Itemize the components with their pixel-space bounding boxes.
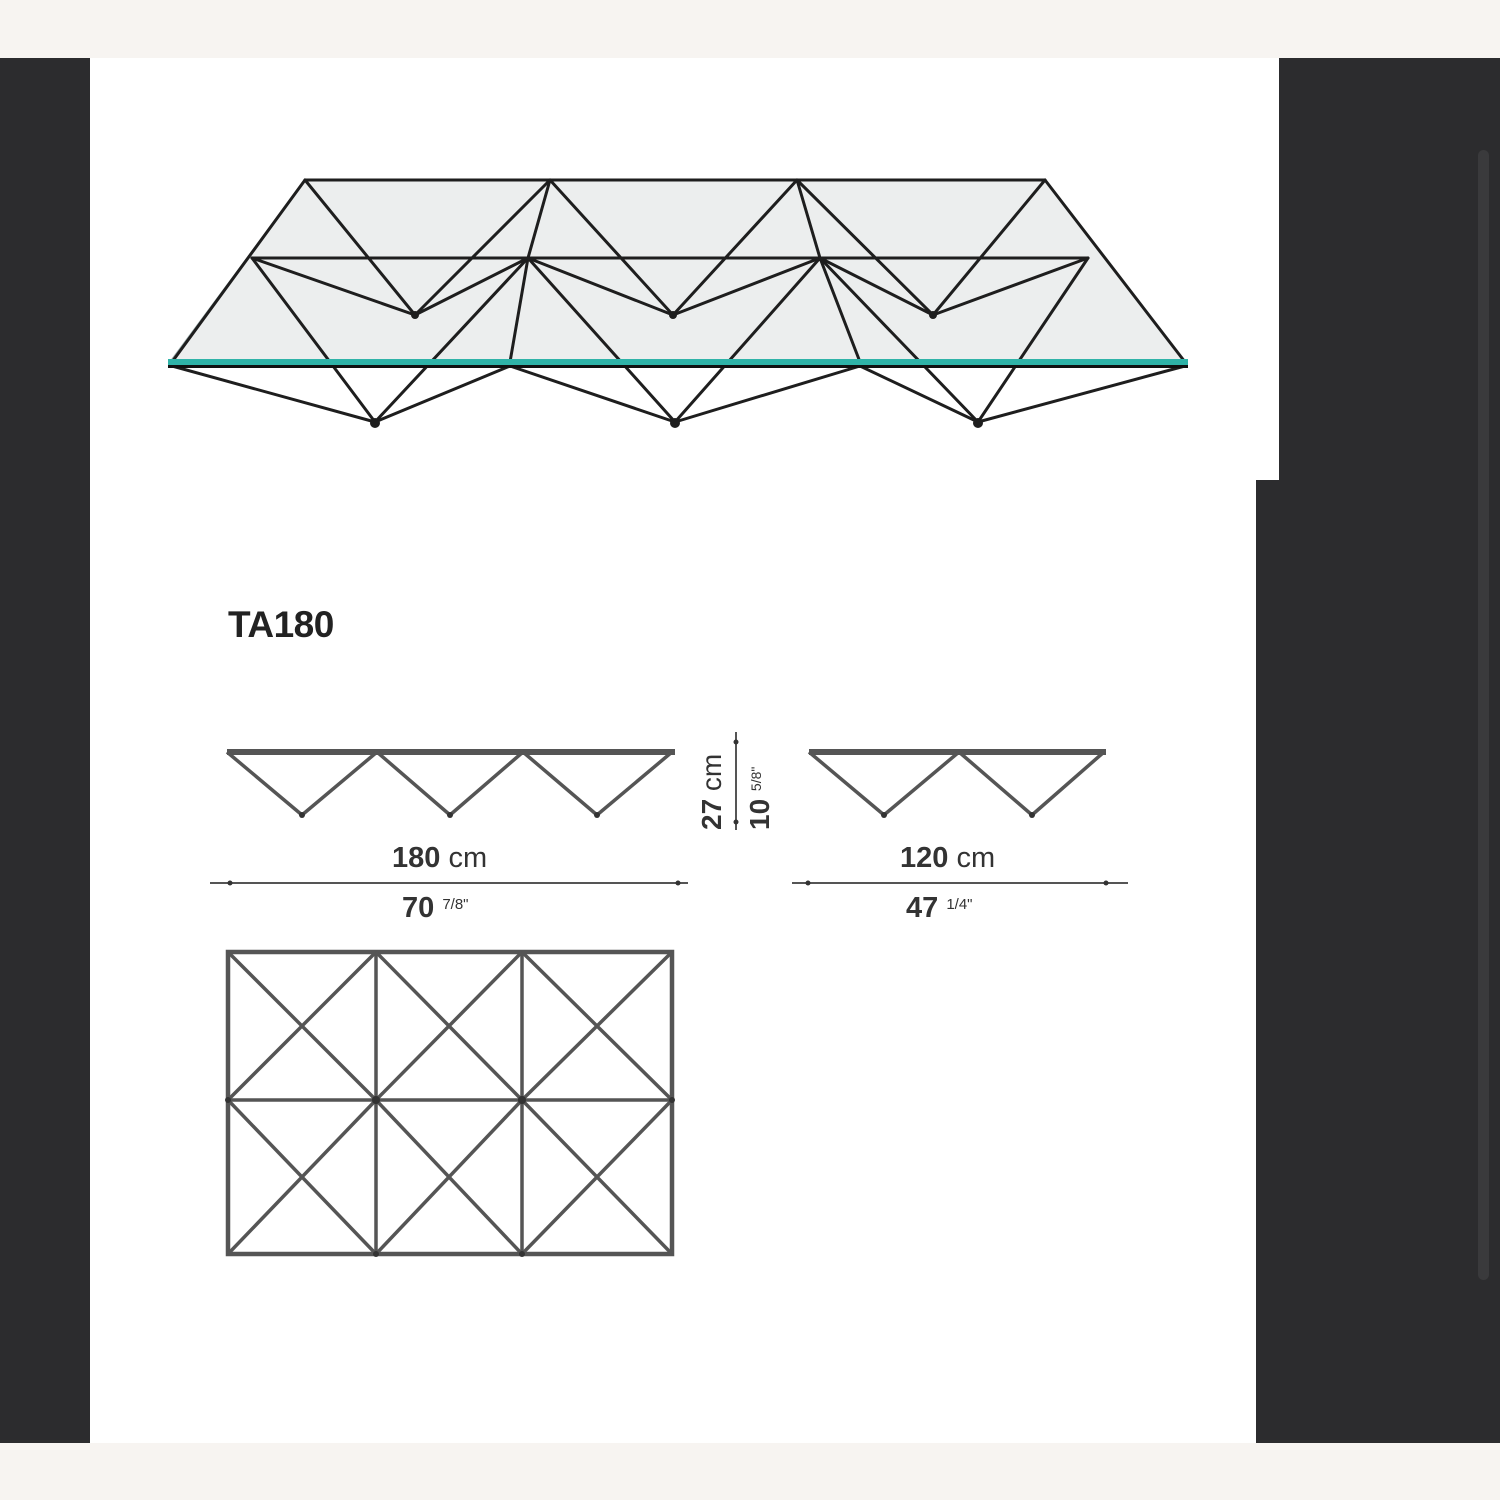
viewer-backdrop [1256, 480, 1500, 1443]
length-cm-label: 180 cm [392, 842, 488, 874]
height-inches-label: 10 5/8" [744, 766, 775, 830]
height-dimension: 27 cm 10 5/8" [692, 730, 782, 835]
side-elevation-short [804, 745, 1114, 825]
table-photo [160, 170, 1200, 440]
width-dimension-line [790, 876, 1130, 890]
width-cm-label: 120 cm [900, 842, 996, 874]
side-elevation-long [222, 745, 682, 825]
height-cm-label: 27 cm [696, 753, 727, 830]
scrollbar[interactable] [1478, 150, 1489, 1280]
plan-view [224, 948, 676, 1260]
model-label: TA180 [228, 604, 334, 645]
length-inches-label: 70 7/8" [402, 892, 469, 924]
width-inches-label: 47 1/4" [906, 892, 973, 924]
length-dimension-line [208, 876, 690, 890]
